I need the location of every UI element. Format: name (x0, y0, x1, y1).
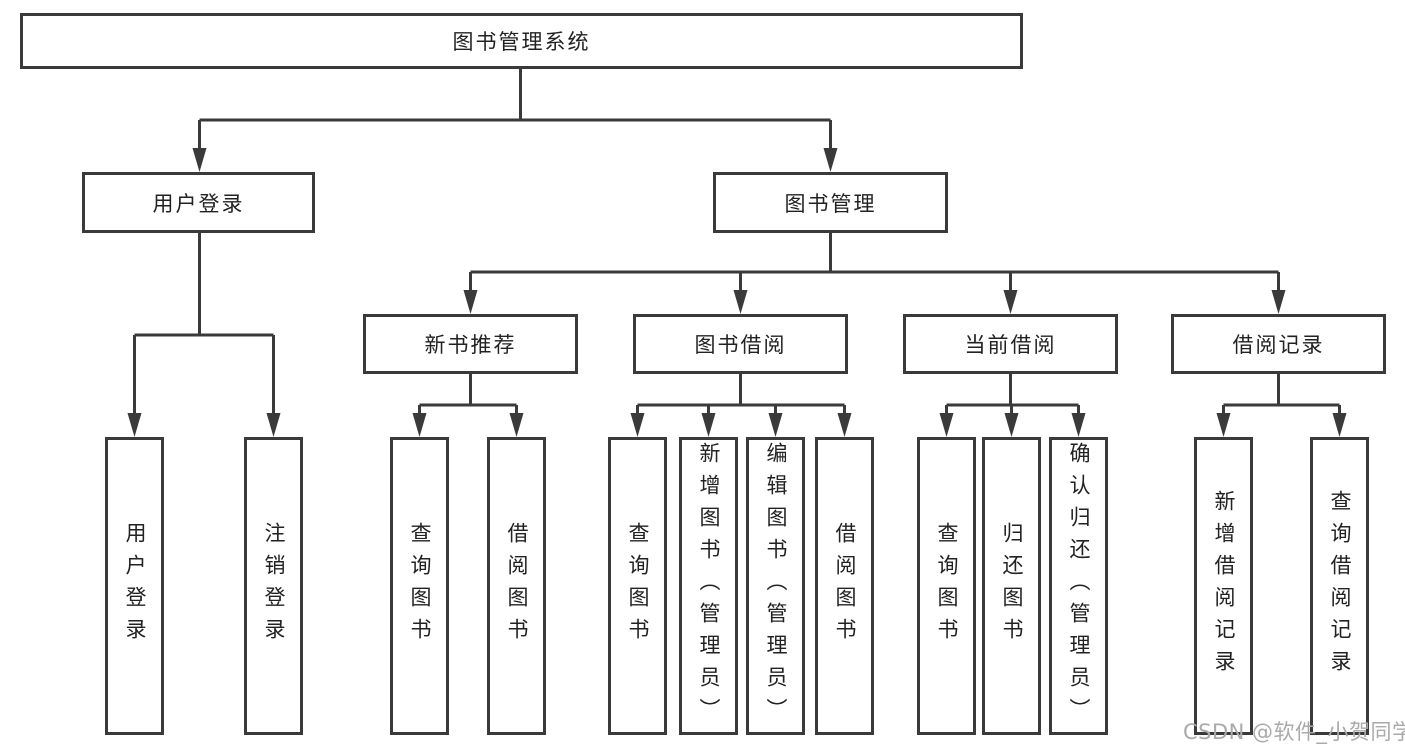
leaf-label: 借阅图书 (833, 522, 857, 650)
leaf-query-books-borrowing: 查询图书 (608, 437, 667, 735)
node-new-book-recommend: 新书推荐 (363, 314, 578, 374)
leaf-label: 查询借阅记录 (1328, 490, 1352, 682)
connector-book-borrowing-children (636, 374, 846, 417)
node-label: 当前借阅 (964, 333, 1057, 357)
node-root: 图书管理系统 (20, 13, 1023, 69)
leaf-label: 确认归还（管理员） (1067, 442, 1091, 730)
leaf-query-borrow-record: 查询借阅记录 (1310, 437, 1369, 735)
arrow-down-icon (412, 413, 427, 437)
arrow-down-icon (768, 413, 783, 437)
leaf-edit-books-admin: 编辑图书（管理员） (746, 437, 805, 735)
arrow-down-icon (701, 413, 716, 437)
node-label: 用户登录 (152, 191, 245, 216)
leaf-label: 借阅图书 (505, 522, 529, 650)
node-label: 图书借阅 (694, 333, 787, 357)
arrow-down-icon (1271, 290, 1286, 314)
arrow-down-icon (823, 148, 838, 172)
leaf-label: 编辑图书（管理员） (764, 442, 788, 730)
connector-borrowing-records-children (1222, 374, 1341, 417)
leaf-label: 用户登录 (123, 522, 147, 650)
arrow-down-icon (1332, 413, 1347, 437)
arrow-down-icon (733, 290, 748, 314)
arrow-down-icon (837, 413, 852, 437)
node-label: 新书推荐 (424, 333, 517, 357)
leaf-label: 新增图书（管理员） (697, 442, 721, 730)
connector-root-to-level2 (198, 69, 832, 152)
node-borrowing-records: 借阅记录 (1171, 314, 1386, 374)
node-book-borrowing: 图书借阅 (633, 314, 848, 374)
leaf-label: 查询图书 (408, 522, 432, 650)
node-current-borrowing: 当前借阅 (903, 314, 1118, 374)
node-label: 借阅记录 (1232, 333, 1325, 357)
node-label: 图书管理 (784, 191, 877, 216)
arrow-down-icon (266, 413, 281, 437)
arrow-down-icon (509, 413, 524, 437)
leaf-borrow-books-recommend: 借阅图书 (487, 437, 546, 735)
arrow-down-icon (1071, 413, 1086, 437)
leaf-query-books-recommend: 查询图书 (390, 437, 449, 735)
arrow-down-icon (192, 148, 207, 172)
leaf-user-login: 用户登录 (105, 437, 164, 735)
leaf-label: 查询图书 (935, 522, 959, 650)
leaf-label: 新增借阅记录 (1212, 490, 1236, 682)
connector-current-borrowing-children (945, 374, 1080, 417)
leaf-confirm-return-admin: 确认归还（管理员） (1049, 437, 1108, 735)
node-user-login-branch: 用户登录 (82, 172, 315, 233)
leaf-label: 查询图书 (626, 522, 650, 650)
connector-book-management-children (469, 233, 1280, 295)
arrow-down-icon (1004, 413, 1019, 437)
leaf-borrow-books: 借阅图书 (815, 437, 874, 735)
arrow-down-icon (939, 413, 954, 437)
leaf-add-borrow-record: 新增借阅记录 (1194, 437, 1253, 735)
arrow-down-icon (1216, 413, 1231, 437)
arrowheads (127, 148, 1347, 437)
arrow-down-icon (1003, 290, 1018, 314)
leaf-add-books-admin: 新增图书（管理员） (679, 437, 738, 735)
leaf-query-books-current: 查询图书 (917, 437, 976, 735)
arrow-down-icon (463, 290, 478, 314)
csdn-watermark: CSDN @软件_小贺同学 (1183, 720, 1405, 744)
arrow-down-icon (127, 413, 142, 437)
leaf-label: 归还图书 (1000, 522, 1024, 650)
node-book-management-branch: 图书管理 (713, 172, 948, 233)
arrow-down-icon (630, 413, 645, 437)
connector-new-book-recommend-children (418, 374, 518, 417)
leaf-logout: 注销登录 (244, 437, 303, 735)
leaf-return-books: 归还图书 (982, 437, 1041, 735)
connector-user-login-children (133, 233, 275, 416)
node-root-label: 图书管理系统 (452, 30, 591, 54)
leaf-label: 注销登录 (262, 522, 286, 650)
